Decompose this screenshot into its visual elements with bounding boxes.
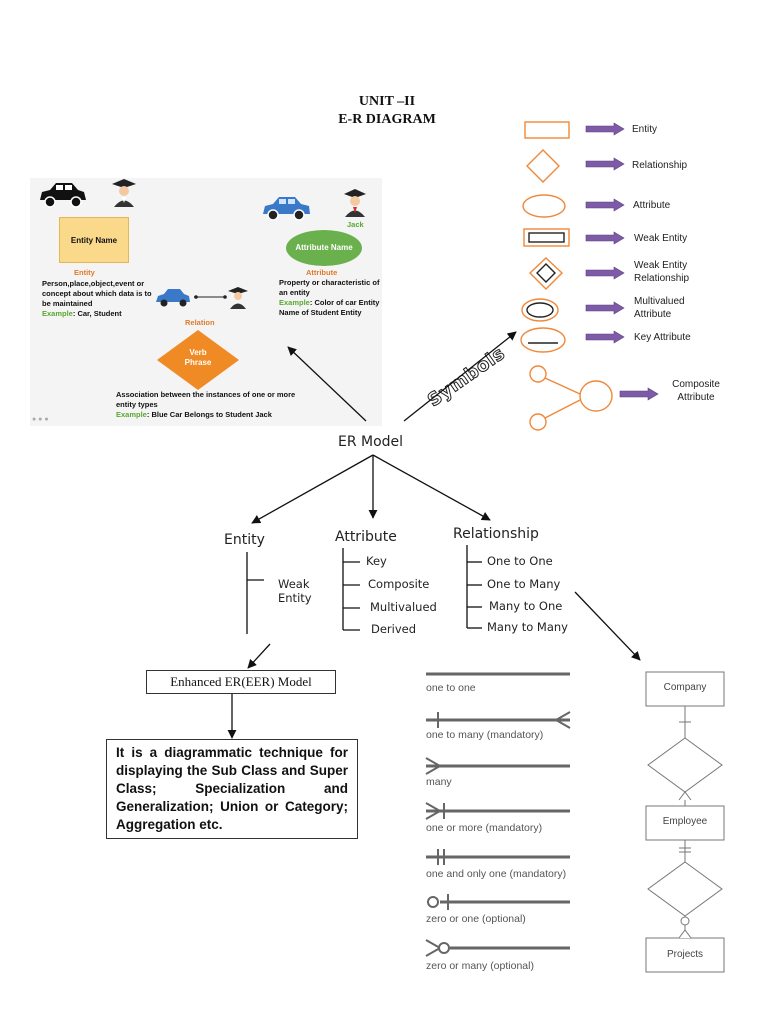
chain-company-label: Company xyxy=(663,682,707,693)
tree-attr-composite: Composite xyxy=(368,577,430,591)
symbol-label-attribute: Attribute xyxy=(633,200,671,211)
employee-box xyxy=(645,805,725,841)
card-one-to-one: one to one xyxy=(426,682,476,694)
tree-entity-label: Entity xyxy=(224,532,265,548)
card-one-or-more: one or more (mandatory) xyxy=(426,822,543,834)
relationship-symbol xyxy=(526,149,560,183)
relation-description: Association between the instances of one… xyxy=(116,390,296,420)
symbol-arrows xyxy=(585,122,659,401)
composite-parent xyxy=(579,380,613,412)
relation-example-text: : Blue Car Belongs to Student Jack xyxy=(146,410,272,419)
symbol-label-composite: Composite Attribute xyxy=(672,379,720,403)
student-jack-icon xyxy=(344,189,366,217)
multivalued-symbol-inner xyxy=(526,302,554,318)
unit-title: UNIT –II xyxy=(358,94,416,109)
card-many: many xyxy=(426,776,452,788)
page-title: E-R DIAGRAM xyxy=(338,112,436,127)
projects-box xyxy=(645,937,725,973)
symbol-label-multivalued: Multivalued Attribute xyxy=(634,296,685,320)
entity-desc-text: Person,place,object,event or concept abo… xyxy=(42,279,152,308)
tree-attr-multivalued: Multivalued xyxy=(370,600,437,614)
symbol-label-relationship: Relationship xyxy=(632,160,688,171)
card-zero-or-many: zero or many (optional) xyxy=(426,960,534,972)
card-one-and-only-one: one and only one (mandatory) xyxy=(426,868,567,880)
tree-rel-many-to-one: Many to One xyxy=(489,599,563,613)
attribute-label: Attribute xyxy=(306,268,338,277)
symbol-label-key: Key Attribute xyxy=(634,332,691,343)
eer-description-box: It is a diagrammatic technique for displ… xyxy=(106,739,358,839)
attribute-description: Property or characteristic of an entity … xyxy=(279,278,385,318)
attribute-ellipse: Attribute Name xyxy=(286,230,362,266)
relation-icons xyxy=(156,287,248,309)
relation-example-label: Example xyxy=(116,410,147,419)
symbol-label-weak-entity: Weak Entity xyxy=(634,233,688,244)
panel-watermark-dots: ● ● ● xyxy=(32,416,49,423)
weak-rel-symbol-inner xyxy=(536,263,556,283)
entity-symbol xyxy=(524,121,570,139)
cardinality-lines xyxy=(425,672,571,957)
tree-weak-entity: Weak Entity xyxy=(278,577,312,605)
tree-attribute-label: Attribute xyxy=(335,529,397,545)
entity-label: Entity xyxy=(74,268,95,277)
card-zero-or-one: zero or one (optional) xyxy=(426,913,526,925)
relation-diamond-shape xyxy=(157,330,239,390)
composite-child-1 xyxy=(529,365,547,383)
tree-rel-many-to-many: Many to Many xyxy=(487,620,568,634)
tree-relationship-label: Relationship xyxy=(453,526,539,542)
weak-entity-symbol-inner xyxy=(528,232,565,243)
attribute-symbol xyxy=(522,194,566,218)
er-model-root: ER Model xyxy=(338,434,404,450)
entity-example-label: Example xyxy=(42,309,73,318)
chain-employee-label: Employee xyxy=(662,816,708,827)
attribute-desc-text: Property or characteristic of an entity xyxy=(279,278,380,297)
key-attribute-symbol xyxy=(520,327,566,353)
attribute-person-label: Jack xyxy=(347,220,364,229)
company-box xyxy=(645,671,725,707)
example-chain-shapes xyxy=(645,671,725,973)
composite-child-2 xyxy=(529,413,547,431)
relation-desc-text: Association between the instances of one… xyxy=(116,390,296,409)
weak-rel-symbol-outer xyxy=(528,257,564,290)
chain-projects-label: Projects xyxy=(666,949,704,960)
relation-diamond-text: Verb Phrase xyxy=(184,348,212,367)
entity-description: Person,place,object,event or concept abo… xyxy=(42,279,158,319)
relation-label: Relation xyxy=(185,318,215,327)
blue-car-icon xyxy=(263,197,310,221)
attribute-example-label: Example xyxy=(279,298,310,307)
symbol-label-weak-relationship: Weak Entity Relationship xyxy=(634,260,690,284)
weak-entity-symbol-outer xyxy=(523,228,570,247)
entity-example-text: : Car, Student xyxy=(72,309,122,318)
student-icon xyxy=(112,179,136,207)
tree-attr-key: Key xyxy=(366,554,387,568)
tree-rel-one-to-one: One to One xyxy=(487,554,553,568)
symbol-label-entity: Entity xyxy=(632,124,658,135)
card-one-to-many: one to many (mandatory) xyxy=(426,729,544,741)
eer-title-box: Enhanced ER(EER) Model xyxy=(146,670,336,694)
concept-panel: Entity Name Entity Person,place,object,e… xyxy=(30,178,382,426)
tree-attr-derived: Derived xyxy=(371,622,417,636)
tree-rel-one-to-many: One to Many xyxy=(487,577,561,591)
attribute-example-text: : Color of car Entity Name of Student En… xyxy=(279,298,380,317)
multivalued-symbol-outer xyxy=(521,298,559,322)
symbol-shapes xyxy=(520,121,613,431)
diamond-1 xyxy=(647,737,723,793)
diamond-2 xyxy=(647,861,723,917)
car-icon xyxy=(40,183,86,208)
entity-box: Entity Name xyxy=(59,217,129,263)
